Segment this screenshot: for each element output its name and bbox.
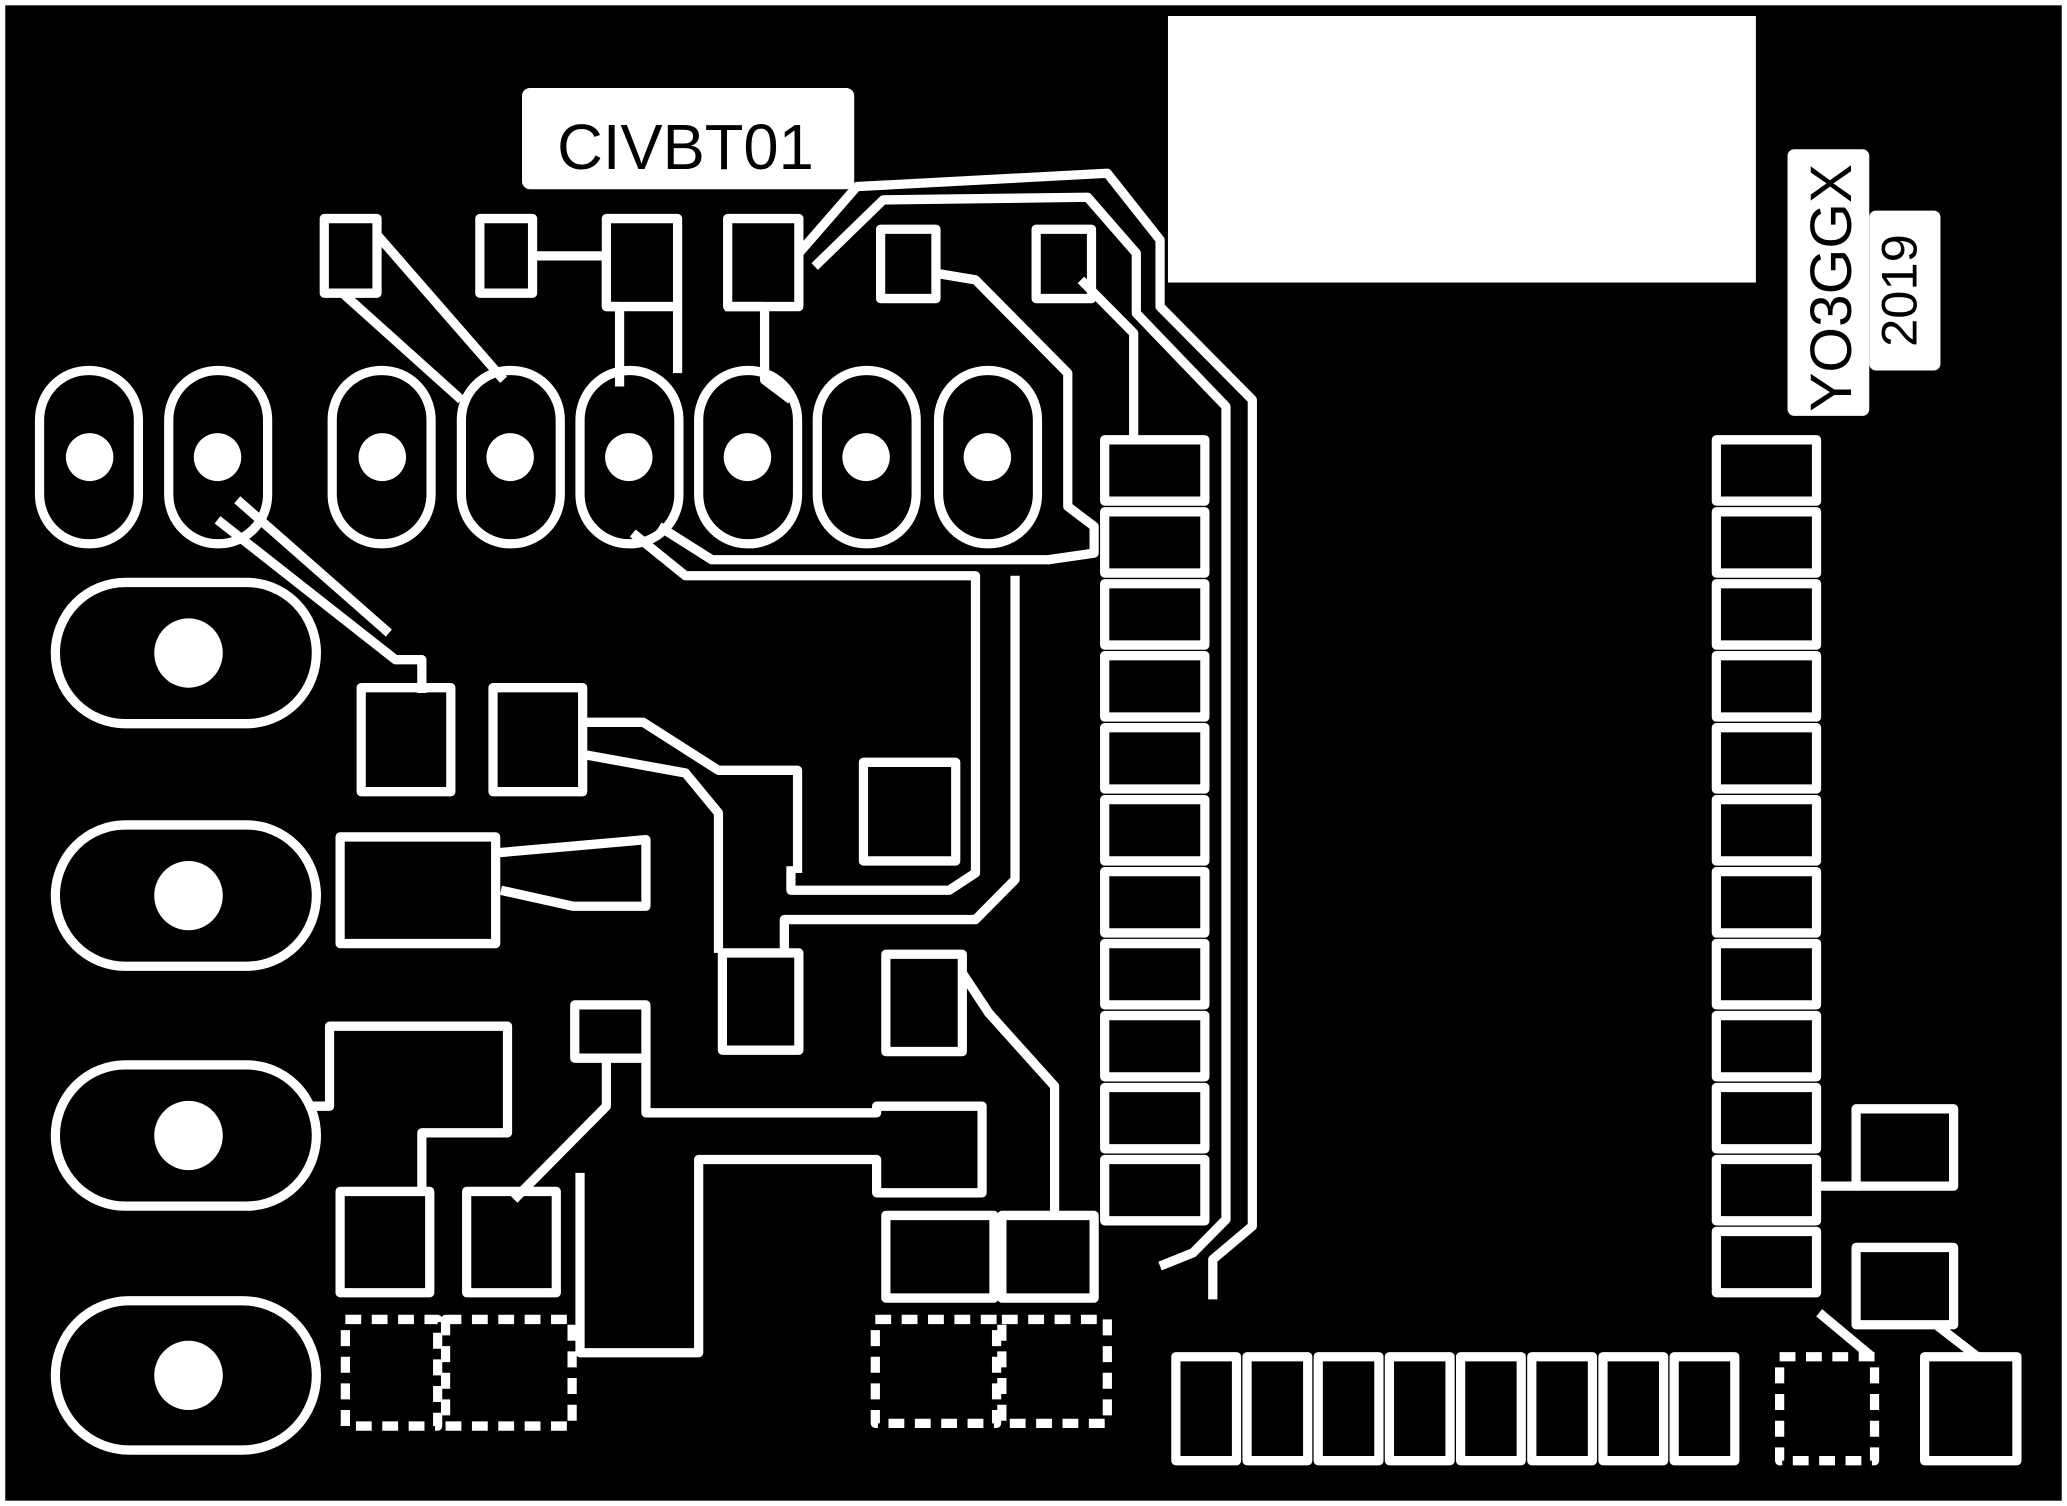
trace-p [311,1021,513,1193]
trace-b [532,251,625,387]
pad-7 [812,365,921,549]
smd-pad-l2 [462,1186,561,1298]
trace-j [214,516,427,694]
trace-h [629,529,981,895]
module-left-pads [1100,435,1210,1226]
trace-o [958,970,1060,1213]
trace-i [779,575,1020,953]
author-label: YO3GGX 2019 [1787,149,1941,416]
pad-8 [933,365,1043,549]
pad-6 [694,365,803,549]
smd-pad-m5 [717,948,804,1055]
module-keepout [1167,15,1756,283]
pad-1 [34,365,144,549]
smd-pad-r2 [1851,1242,1959,1330]
left-oval-pads [50,577,321,1455]
smd-pad-m2 [488,683,588,797]
oval-pad-2 [50,820,321,971]
trace-l [582,717,803,873]
smd-pad-r1 [1851,1104,1959,1191]
smd-pad-b2 [997,1210,1099,1303]
smd-pad-b1 [881,1210,999,1303]
oval-pad-1 [50,577,321,729]
board-name-label: CIVBT01 [522,87,855,190]
smd-pad-m6 [881,949,967,1057]
trace-f [656,268,1099,565]
drill-holes [65,433,1012,1411]
oval-pad-3 [50,1060,321,1211]
trace-e [811,192,1231,1271]
trace-q [510,1058,612,1203]
trace-s [1816,1181,1981,1361]
oval-pad-4 [50,1296,321,1455]
smd-pad-m1 [356,683,456,797]
trace-g [1077,276,1139,440]
pad-3 [327,365,436,549]
author-text: YO3GGX [1799,164,1864,412]
trace-c [672,301,794,404]
smd-pad-l1 [335,1186,435,1298]
pad-5 [575,365,684,549]
smd-pad-l3 [340,1314,443,1431]
year-text: 2019 [1871,234,1928,347]
top-pad-row [34,365,1043,549]
trace-d [795,168,1257,1300]
trace-k [234,496,392,637]
pad-4 [456,365,565,549]
smd-pad-m3 [858,757,961,866]
trace-n [495,834,651,911]
smd-pad-l4 [440,1314,577,1431]
trace-r [575,1058,987,1358]
smd-pad-m4 [335,832,501,949]
smd-pad-b4 [997,1314,1112,1429]
trace-a [339,230,508,404]
pad-2 [164,365,273,549]
board-name-text: CIVBT01 [557,112,814,183]
trace-m [581,749,724,953]
smd-pad-b3 [870,1314,1002,1429]
